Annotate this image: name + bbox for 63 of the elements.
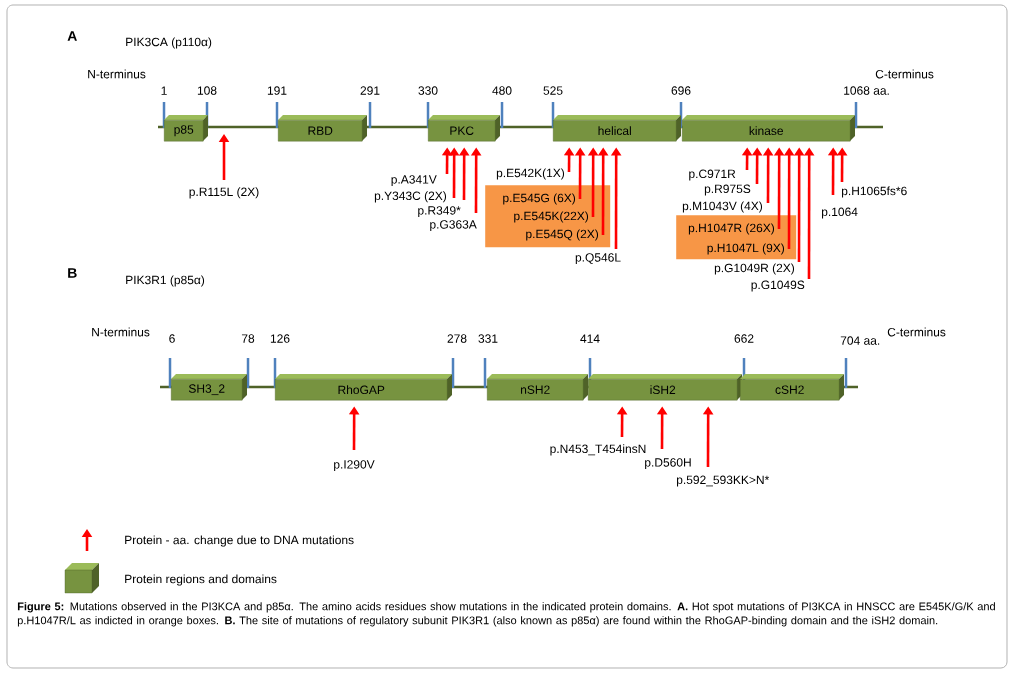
position-number: 662 bbox=[734, 334, 754, 343]
domain-box: nSH2 bbox=[487, 374, 588, 401]
mutation-label: p.G363A bbox=[430, 220, 477, 232]
mutation-label: p.Q546L bbox=[575, 253, 621, 265]
position-number: 108 bbox=[197, 86, 217, 95]
terminus-label: N-terminus bbox=[88, 69, 146, 79]
mutation-label: p.R115L (2X) bbox=[189, 187, 259, 199]
position-number: 696 bbox=[671, 86, 691, 95]
gene-title: PIK3CA (p110α) bbox=[126, 37, 212, 49]
position-number: 6 bbox=[169, 334, 175, 343]
position-number: 480 bbox=[492, 86, 512, 95]
mutation-label: p.R349* bbox=[418, 206, 461, 218]
mutation-label: p.G1049S bbox=[751, 280, 805, 292]
position-number: 525 bbox=[543, 86, 563, 95]
panel-letter: A bbox=[67, 31, 77, 41]
position-number: 278 bbox=[447, 334, 467, 343]
domain-box: helical bbox=[553, 115, 681, 142]
legend-text: Protein - aa. change due to DNA mutations bbox=[125, 535, 354, 547]
mutation-label: p.C971R bbox=[689, 169, 736, 181]
mutation-label: p.H1065fs*6 bbox=[841, 186, 907, 198]
mutation-label: p.E542K(1X) bbox=[496, 168, 565, 180]
domain-box: cSH2 bbox=[740, 374, 844, 401]
position-number: 78 bbox=[241, 334, 255, 343]
domain-box: RBD bbox=[278, 115, 367, 142]
mutation-label: p.G1049R (2X) bbox=[714, 263, 795, 275]
terminus-label: C-terminus bbox=[887, 327, 946, 337]
hotspot-box bbox=[676, 215, 797, 260]
domain-box: PKC bbox=[428, 115, 500, 142]
panel-letter: B bbox=[68, 268, 77, 278]
caption: Figure 5: Mutations observed in the PI3KCA and p85α. The amino acids residues show mutations in the indicated protein domains. A. Hot spot mutations of PI3KCA in HNSCC are E545K/G/K and p.H1047R/L as indicted in orange boxes. B. The site of mutations of regulatory subunit PIK3R1 (also known as p85α) are found within the RhoGAP-binding domain and the iSH2 domain. bbox=[17, 602, 995, 627]
mutation-label: p.I290V bbox=[334, 460, 375, 472]
domain-box: RhoGAP bbox=[275, 374, 452, 401]
position-number: 414 bbox=[580, 334, 600, 343]
mutation-label: p.E545Q (2X) bbox=[526, 229, 599, 241]
domain-box: p85 bbox=[164, 115, 208, 142]
mutation-label: p.592_593KK>N* bbox=[676, 475, 770, 487]
position-number: 291 bbox=[360, 86, 380, 95]
mutation-label: p.D560H bbox=[645, 458, 691, 470]
position-number: 126 bbox=[270, 334, 290, 343]
mutation-label: p.E545K(22X) bbox=[514, 211, 589, 223]
legend-text: Protein regions and domains bbox=[125, 574, 277, 586]
position-number: 331 bbox=[478, 334, 498, 343]
mutation-label: p.H1047L (9X) bbox=[707, 243, 785, 255]
mutation-label: p.R975S bbox=[704, 184, 751, 196]
terminus-label: N-terminus bbox=[92, 327, 150, 337]
position-number: 330 bbox=[418, 86, 438, 95]
mutation-label: p.M1043V (4X) bbox=[682, 201, 763, 213]
domain-box: iSH2 bbox=[588, 374, 742, 401]
terminus-label: C-terminus bbox=[875, 69, 934, 79]
mutation-label: p.N453_T454insN bbox=[550, 444, 646, 456]
position-number: 1068 aa. bbox=[844, 86, 889, 95]
domain-box: kinase bbox=[682, 115, 855, 142]
gene-title: PIK3R1 (p85α) bbox=[126, 275, 205, 287]
domain-box: SH3_2 bbox=[171, 374, 247, 401]
mutation-label: p.A341V bbox=[391, 175, 437, 187]
mutation-label: p.H1047R (26X) bbox=[688, 223, 775, 235]
position-number: 704 aa. bbox=[840, 336, 880, 345]
position-number: 1 bbox=[161, 86, 167, 95]
position-number: 191 bbox=[267, 86, 287, 95]
hotspot-box bbox=[485, 185, 611, 248]
mutation-label: p.E545G (6X) bbox=[503, 193, 576, 205]
mutation-label: p.1064 bbox=[822, 207, 858, 219]
mutation-label: p.Y343C (2X) bbox=[374, 191, 447, 203]
